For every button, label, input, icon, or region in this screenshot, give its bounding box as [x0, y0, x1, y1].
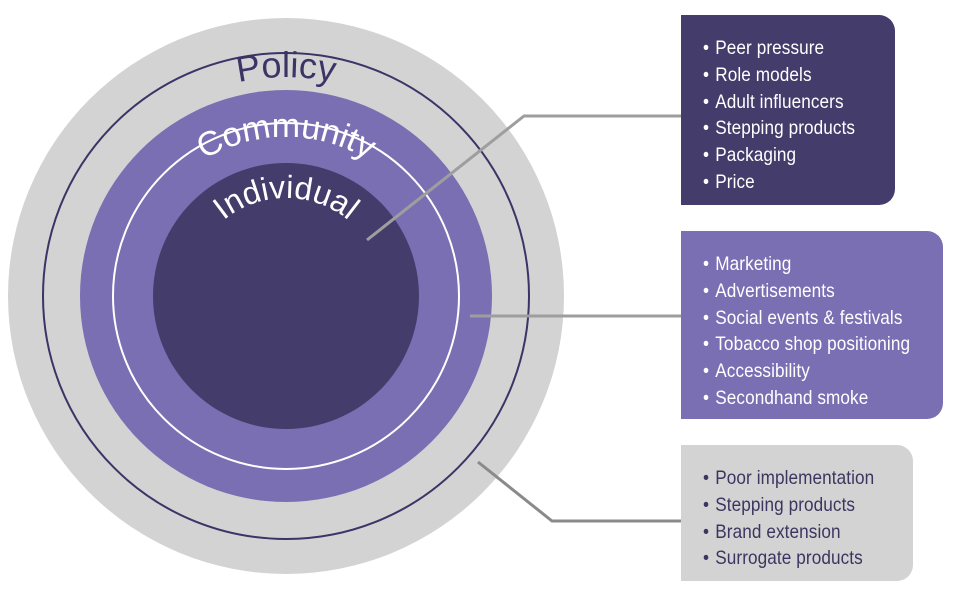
list-item: Marketing: [703, 251, 905, 278]
list-item: Packaging: [703, 142, 863, 169]
individual-factors-box: Peer pressure Role models Adult influenc…: [681, 15, 895, 205]
list-item: Secondhand smoke: [703, 385, 905, 412]
policy-label: Policy: [233, 44, 340, 90]
list-item: Peer pressure: [703, 35, 863, 62]
policy-factors-list: Poor implementation Stepping products Br…: [703, 465, 903, 572]
individual-factors-list: Peer pressure Role models Adult influenc…: [703, 35, 885, 196]
list-item: Surrogate products: [703, 545, 879, 572]
list-item: Adult influencers: [703, 89, 863, 116]
individual-core: [153, 163, 419, 429]
list-item: Social events & festivals: [703, 305, 905, 332]
connector-individual: [366, 114, 681, 242]
list-item: Stepping products: [703, 492, 879, 519]
policy-outline: [42, 52, 530, 540]
list-item: Advertisements: [703, 278, 905, 305]
list-item: Role models: [703, 62, 863, 89]
list-item: Price: [703, 169, 863, 196]
policy-factors-box: Poor implementation Stepping products Br…: [681, 445, 913, 581]
list-item: Poor implementation: [703, 465, 879, 492]
connector-policy: [477, 460, 681, 523]
list-item: Brand extension: [703, 519, 879, 546]
community-outline: [112, 122, 460, 470]
community-factors-list: Marketing Advertisements Social events &…: [703, 251, 933, 412]
list-item: Accessibility: [703, 358, 905, 385]
list-item: Stepping products: [703, 115, 863, 142]
community-factors-box: Marketing Advertisements Social events &…: [681, 231, 943, 419]
list-item: Tobacco shop positioning: [703, 331, 910, 358]
